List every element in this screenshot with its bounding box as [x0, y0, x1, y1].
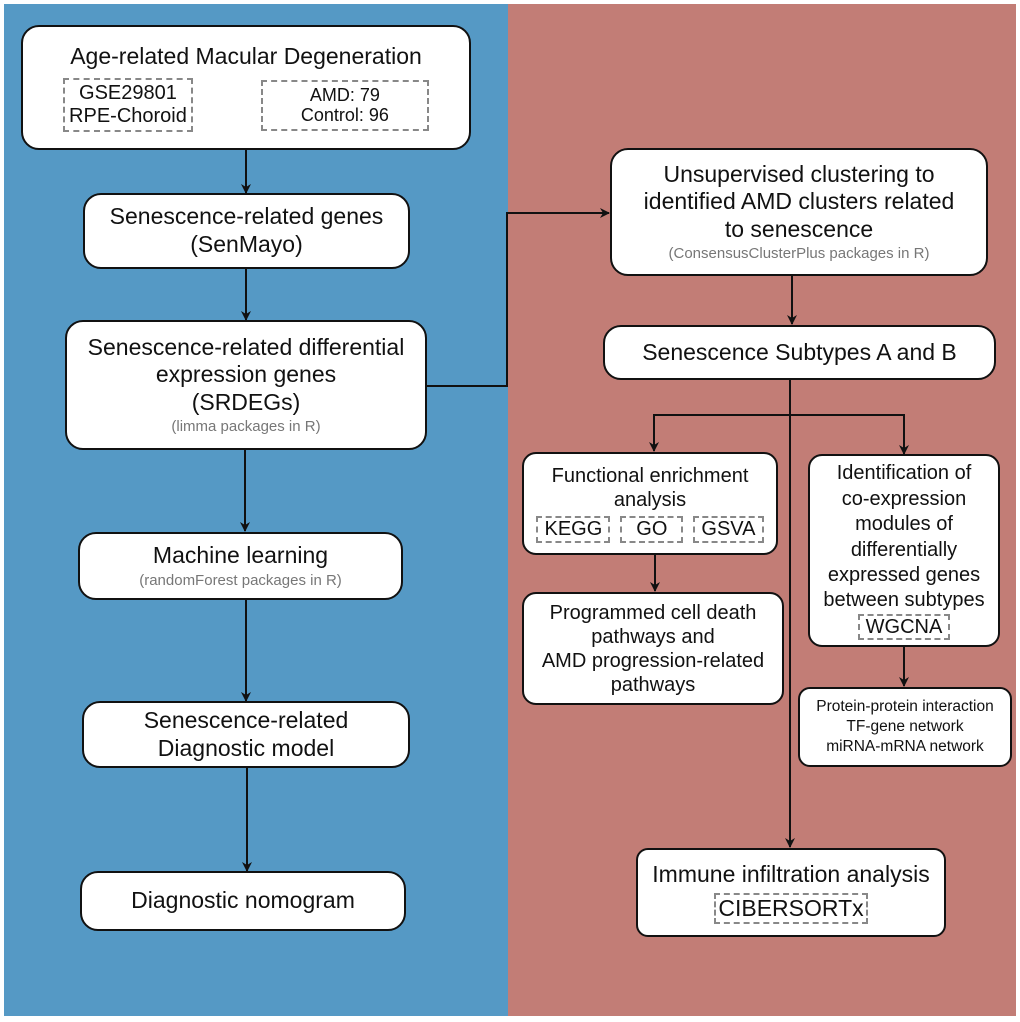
diagnostic-model-line-1: Senescence-related: [143, 706, 349, 733]
pathways-line-1: Programmed cell death: [549, 601, 757, 624]
subtypes-box: Senescence Subtypes A and B: [603, 325, 996, 380]
immune-box: Immune infiltration analysis CIBERSORTx: [636, 848, 946, 937]
srdegs-box: Senescence-related differential expressi…: [65, 320, 427, 450]
enrichment-line-1: Functional enrichment: [551, 465, 749, 487]
tool-cibersortx: CIBERSORTx: [714, 893, 868, 924]
left-panel-background: [4, 4, 508, 1016]
clustering-note: (ConsensusClusterPlus packages in R): [668, 245, 930, 263]
wgcna-line-4: differentially: [850, 538, 958, 561]
dataset-source-id: GSE29801: [79, 82, 177, 105]
dataset-source: GSE29801 RPE-Choroid: [63, 78, 193, 133]
dataset-title: Age-related Macular Degeneration: [70, 42, 422, 69]
dataset-samples-amd: AMD: 79: [309, 84, 380, 105]
enrichment-line-2: analysis: [613, 489, 687, 511]
pathways-box: Programmed cell death pathways and AMD p…: [522, 592, 784, 705]
srdegs-line-1: Senescence-related differential: [87, 333, 405, 360]
machine-learning-box: Machine learning (randomForest packages …: [78, 532, 403, 600]
network-line-3: miRNA-mRNA network: [826, 738, 984, 756]
clustering-line-3: to senescence: [724, 215, 874, 242]
tool-kegg: KEGG: [536, 516, 611, 543]
wgcna-line-6: between subtypes: [823, 589, 985, 612]
enrichment-tools: KEGG GO GSVA: [536, 516, 764, 543]
tool-go: GO: [620, 516, 684, 543]
network-line-2: TF-gene network: [846, 717, 964, 735]
wgcna-line-2: co-expression: [841, 487, 967, 510]
tool-gsva: GSVA: [693, 516, 764, 543]
network-box: Protein-protein interaction TF-gene netw…: [798, 687, 1012, 767]
subtypes-title: Senescence Subtypes A and B: [642, 338, 957, 365]
machine-learning-note: (randomForest packages in R): [139, 571, 342, 589]
network-line-1: Protein-protein interaction: [816, 697, 994, 715]
clustering-line-2: identified AMD clusters related: [643, 188, 955, 215]
srdegs-line-2: expression genes: [155, 361, 337, 388]
srdegs-line-3: (SRDEGs): [191, 388, 301, 415]
wgcna-box: Identification of co-expression modules …: [808, 454, 1000, 647]
senescence-genes-box: Senescence-related genes (SenMayo): [83, 193, 410, 269]
clustering-box: Unsupervised clustering to identified AM…: [610, 148, 988, 276]
dataset-source-tissue: RPE-Choroid: [69, 105, 187, 128]
dataset-samples-control: Control: 96: [300, 105, 389, 126]
dataset-samples: AMD: 79 Control: 96: [260, 79, 429, 131]
senescence-genes-title: Senescence-related genes: [109, 203, 384, 230]
pathways-line-4: pathways: [610, 673, 696, 696]
machine-learning-title: Machine learning: [152, 542, 329, 569]
pathways-line-3: AMD progression-related: [541, 649, 765, 672]
srdegs-note: (limma packages in R): [171, 418, 321, 436]
wgcna-line-5: expressed genes: [827, 563, 981, 586]
diagnostic-nomogram-title: Diagnostic nomogram: [131, 887, 355, 914]
diagnostic-model-line-2: Diagnostic model: [157, 734, 335, 761]
clustering-line-1: Unsupervised clustering to: [663, 160, 935, 187]
wgcna-line-1: Identification of: [836, 462, 972, 485]
wgcna-line-3: modules of: [855, 513, 953, 536]
senescence-genes-source: (SenMayo): [190, 231, 303, 257]
diagnostic-model-box: Senescence-related Diagnostic model: [82, 701, 410, 768]
diagnostic-nomogram-box: Diagnostic nomogram: [80, 871, 406, 931]
tool-wgcna: WGCNA: [857, 613, 951, 640]
immune-title: Immune infiltration analysis: [652, 861, 930, 888]
enrichment-box: Functional enrichment analysis KEGG GO G…: [522, 452, 778, 555]
pathways-line-2: pathways and: [591, 625, 715, 648]
dataset-box: Age-related Macular Degeneration GSE2980…: [21, 25, 471, 150]
